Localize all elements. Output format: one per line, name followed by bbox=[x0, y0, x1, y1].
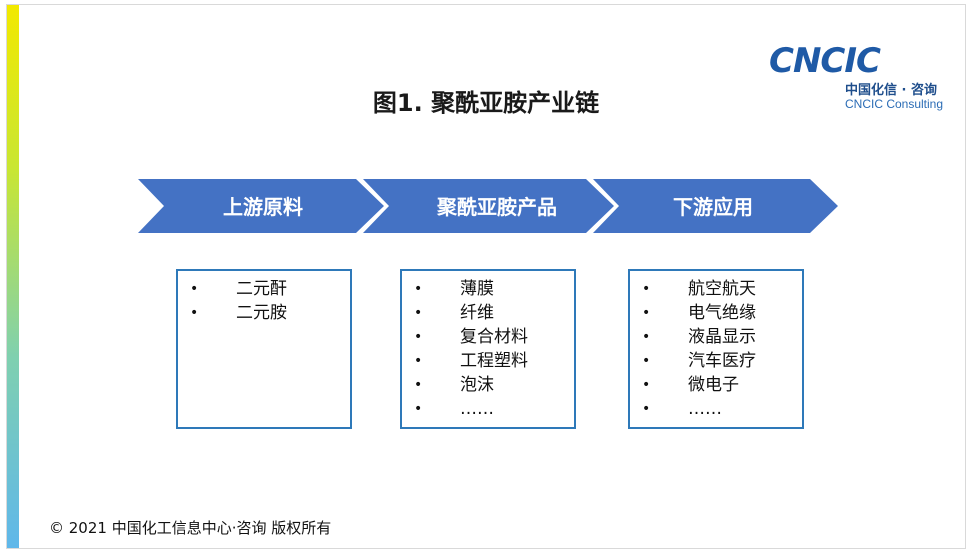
bullet: • bbox=[414, 329, 423, 345]
bullet: • bbox=[642, 353, 651, 369]
stage-label-product: 聚酰亚胺产品 bbox=[437, 195, 557, 219]
list-item: •…… bbox=[642, 399, 722, 419]
bullet: • bbox=[414, 281, 423, 297]
downstream-list-box: •航空航天 •电气绝缘 •液晶显示 •汽车医疗 •微电子 •…… bbox=[628, 269, 804, 429]
list-item: •航空航天 bbox=[642, 279, 756, 299]
list-item: •纤维 bbox=[414, 303, 494, 323]
list-item: •泡沫 bbox=[414, 375, 494, 395]
bullet: • bbox=[642, 329, 651, 345]
bullet: • bbox=[190, 305, 199, 321]
list-item: •…… bbox=[414, 399, 494, 419]
list-item: •工程塑料 bbox=[414, 351, 528, 371]
bullet: • bbox=[190, 281, 199, 297]
stage-label-upstream: 上游原料 bbox=[223, 195, 303, 219]
list-item: •薄膜 bbox=[414, 279, 494, 299]
bullet: • bbox=[642, 377, 651, 393]
list-item: •微电子 bbox=[642, 375, 739, 395]
list-item: •二元酐 bbox=[190, 279, 287, 299]
chevron-product bbox=[363, 179, 614, 233]
bullet: • bbox=[642, 305, 651, 321]
bullet: • bbox=[642, 281, 651, 297]
upstream-list-box: •二元酐 •二元胺 bbox=[176, 269, 352, 429]
bullet: • bbox=[414, 305, 423, 321]
logo-english-text: CNCIC Consulting bbox=[845, 97, 944, 111]
slide: CNCIC 中国化信 · 咨询 CNCIC Consulting 图1. 聚酰亚… bbox=[6, 4, 966, 549]
product-list-box: •薄膜 •纤维 •复合材料 •工程塑料 •泡沫 •…… bbox=[400, 269, 576, 429]
list-item: •电气绝缘 bbox=[642, 303, 756, 323]
copyright-footer: © 2021 中国化工信息中心·咨询 版权所有 bbox=[49, 519, 332, 537]
side-accent-bar bbox=[7, 5, 19, 548]
diagram-title: 图1. 聚酰亚胺产业链 bbox=[372, 89, 600, 117]
chevron-flow bbox=[138, 179, 838, 233]
cncic-logo: CNCIC 中国化信 · 咨询 CNCIC Consulting bbox=[769, 43, 954, 115]
list-item: •汽车医疗 bbox=[642, 351, 756, 371]
stage-label-downstream: 下游应用 bbox=[673, 195, 753, 219]
bullet: • bbox=[414, 377, 423, 393]
list-item: •液晶显示 bbox=[642, 327, 756, 347]
logo-chinese-text: 中国化信 · 咨询 bbox=[845, 83, 937, 98]
chevron-downstream bbox=[593, 179, 838, 233]
list-item: •二元胺 bbox=[190, 303, 287, 323]
chevron-upstream bbox=[138, 179, 384, 233]
bullet: • bbox=[414, 401, 423, 417]
bullet: • bbox=[642, 401, 651, 417]
bullet: • bbox=[414, 353, 423, 369]
logo-mark: CNCIC bbox=[769, 41, 881, 81]
list-item: •复合材料 bbox=[414, 327, 528, 347]
